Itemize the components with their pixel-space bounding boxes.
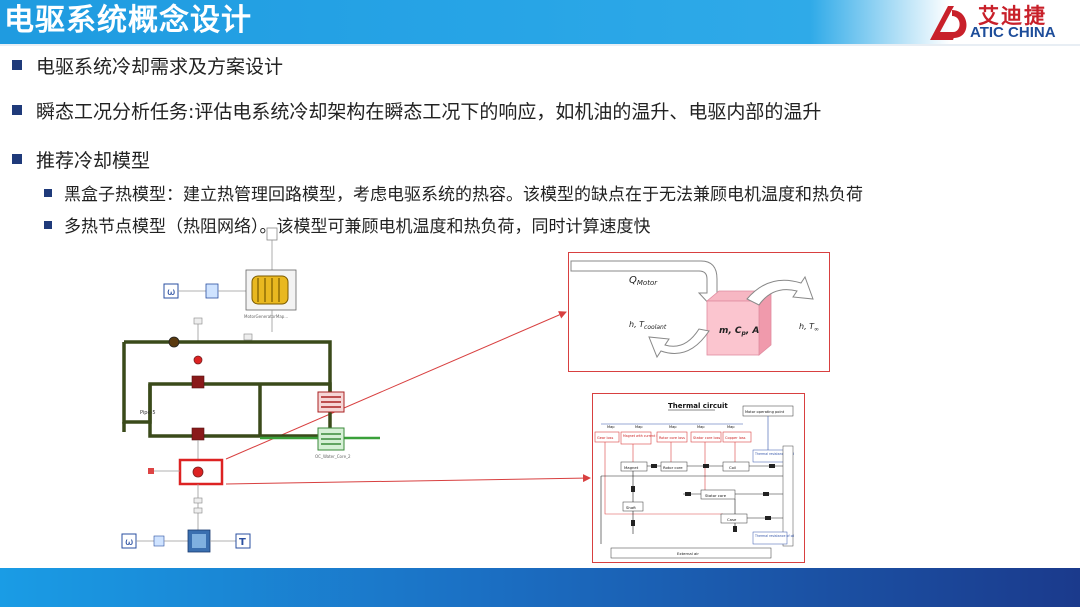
node-label: Coil <box>729 465 736 470</box>
coolant-label: h, Tcoolant <box>629 320 667 331</box>
thermal-circuit-panel: Thermal circuit Motor operating point Ma… <box>592 393 805 563</box>
node-label: Magnet <box>624 465 639 470</box>
oil-resistance-label: Thermal resistance of oil <box>754 452 794 456</box>
node-label: Stator core <box>705 493 727 498</box>
boundary-bar <box>782 445 794 547</box>
junction-block[interactable] <box>191 427 205 441</box>
node-stator-core <box>700 489 736 500</box>
external-air-box <box>610 547 772 559</box>
loss-box <box>620 431 652 445</box>
coupling-block[interactable] <box>205 283 219 299</box>
loss-label: Copper loss <box>725 436 746 440</box>
external-air-label: External air <box>677 551 699 556</box>
loss-label: Gear loss <box>597 436 613 440</box>
map-label: Map <box>727 425 735 429</box>
junction-block[interactable] <box>191 375 205 389</box>
sub-bullet-text: 多热节点模型（热阻网络）。该模型可兼顾电机温度和热负荷，同时计算速度快 <box>64 217 651 237</box>
loss-label: Magnet with current loss <box>623 434 663 438</box>
speed-source-label-2: ω <box>125 537 133 548</box>
atic-logo-icon <box>930 6 967 40</box>
ambient-label: h, T∞ <box>799 322 819 333</box>
loss-label: Stator core loss <box>693 436 720 440</box>
bullet-square-icon <box>12 154 22 164</box>
map-label: Map <box>635 425 643 429</box>
operating-point-label: Motor operating point <box>745 410 785 414</box>
thermal-circuit-title: Thermal circuit <box>668 402 728 410</box>
torque-source-label: T <box>239 537 246 548</box>
header-divider <box>0 44 1080 46</box>
loss-box <box>722 431 752 443</box>
node-rotor-core <box>660 461 688 472</box>
heat-out-left-arrow <box>648 328 710 359</box>
bullet-text: 推荐冷却模型 <box>36 150 151 172</box>
map-label: Map <box>697 425 705 429</box>
bullet-1: 电驱系统冷却需求及方案设计 <box>12 52 283 79</box>
arrow-to-thermal-circuit <box>225 474 591 485</box>
speed-source-label: ω <box>167 287 175 298</box>
simulation-model-diagram: ω MotorGeneratorMap... Pipe-5 <box>110 222 420 567</box>
highlighted-motor-node[interactable] <box>178 458 224 486</box>
map-label: Map <box>607 425 615 429</box>
company-logo: 艾迪捷 ATIC CHINA <box>926 2 1076 42</box>
loss-box <box>690 431 722 443</box>
black-box-model-panel: QMotor m, Cp, A h, T∞ h, Tcoolant <box>568 252 830 372</box>
bullet-3: 推荐冷却模型 <box>12 146 150 173</box>
hx2-label: OC_Water_Core_2 <box>315 454 351 459</box>
logo-text-en: ATIC CHINA <box>970 24 1056 41</box>
motor-label: MotorGeneratorMap... <box>244 314 288 319</box>
bullet-square-icon <box>12 105 22 115</box>
node-case <box>720 513 748 524</box>
bullet-text: 电驱系统冷却需求及方案设计 <box>36 56 284 78</box>
loss-box <box>594 431 620 443</box>
sub-bullet-square-icon <box>44 221 52 229</box>
node-label: Case <box>727 517 737 522</box>
loss-label: Rotor core loss <box>659 436 685 440</box>
bullet-square-icon <box>12 60 22 70</box>
sub-bullet-square-icon <box>44 189 52 197</box>
node-coil <box>722 461 750 472</box>
q-motor-label: QMotor <box>629 275 658 287</box>
tank-node[interactable] <box>168 336 180 348</box>
node-magnet <box>620 461 648 472</box>
map-label: Map <box>669 425 677 429</box>
node-label: Rotor core <box>663 465 683 470</box>
bullet-2: 瞬态工况分析任务:评估电系统冷却架构在瞬态工况下的响应，如机油的温升、电驱内部的… <box>12 97 821 124</box>
sensor-block[interactable] <box>266 227 278 241</box>
sub-bullet-1: 黑盒子热模型：建立热管理回路模型，考虑电驱系统的热容。该模型的缺点在于无法兼顾电… <box>44 180 863 205</box>
oil-resistance-box-2 <box>752 531 788 545</box>
heat-out-right-arrow <box>746 275 814 306</box>
title-bar: 电驱系统概念设计 <box>0 0 1080 44</box>
coolant-pipe-inner <box>148 384 262 438</box>
torque-source-block[interactable] <box>235 533 251 549</box>
page-title: 电驱系统概念设计 <box>4 3 252 38</box>
node-label: Shaft <box>626 505 636 510</box>
sub-bullet-text: 黑盒子热模型：建立热管理回路模型，考虑电驱系统的热容。该模型的缺点在于无法兼顾电… <box>64 185 863 205</box>
pipe-label: Pipe-5 <box>140 410 156 416</box>
bullet-text: 瞬态工况分析任务:评估电系统冷却架构在瞬态工况下的响应，如机油的温升、电驱内部的… <box>36 101 822 123</box>
thermal-mass-cube <box>706 300 760 356</box>
logo-text-cn: 艾迪捷 <box>978 4 1047 28</box>
loss-box <box>656 431 688 443</box>
footer-bar <box>0 568 1080 607</box>
oil-resistance-label-2: Thermal resistance of oil <box>754 534 794 538</box>
pump-node[interactable] <box>193 355 203 365</box>
cube-label: m, Cp, A <box>719 326 759 337</box>
sub-bullet-2: 多热节点模型（热阻网络）。该模型可兼顾电机温度和热负荷，同时计算速度快 <box>44 212 651 237</box>
